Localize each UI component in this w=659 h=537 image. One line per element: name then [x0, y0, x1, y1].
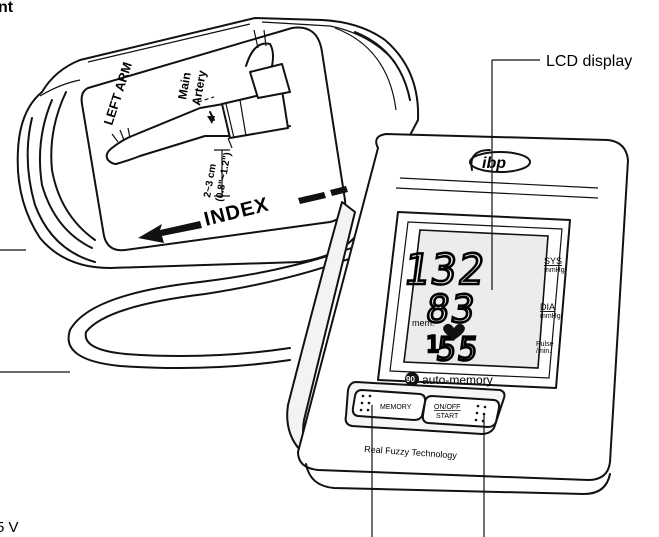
lcd-sys-label: SYS	[544, 256, 562, 266]
brand-logo-text: ibp	[482, 155, 506, 172]
memory-button[interactable]: MEMORY	[351, 389, 427, 421]
brand-logo	[469, 151, 531, 173]
lcd-memory-label: mem.	[412, 318, 435, 328]
memory-button-label: MEMORY	[380, 404, 412, 411]
lcd-systolic-value: 132	[401, 245, 490, 294]
lcd-screen	[403, 229, 549, 369]
callout-lines	[0, 59, 540, 537]
bottom-left-label-fragment: 5 V	[0, 519, 19, 536]
memory-badge-icon	[405, 372, 419, 386]
auto-memory-label: auto-memory	[422, 373, 493, 387]
lcd-heart-icon	[443, 323, 465, 340]
onoff-start-button[interactable]: ON/OFF START	[421, 395, 501, 428]
lcd-pulse-unit: /min.	[536, 348, 551, 355]
lcd-sys-unit: mmHg	[544, 267, 565, 274]
cuff: LEFT ARM Main Artery 2~3	[16, 17, 420, 269]
lcd-pulse-label: Pulse	[536, 341, 554, 348]
lcd-dia-label: DIA	[540, 302, 555, 312]
lcd-display-callout-label: LCD display	[546, 53, 632, 70]
cuff-artery-label-line2: Artery	[189, 69, 209, 107]
lcd-dia-unit: mmHg	[540, 313, 561, 320]
air-tube	[67, 239, 373, 369]
onoff-button-label-line2: START	[436, 413, 459, 420]
monitor-device: ibp 132 83 55 1 mem. SYS mmHg DIA mmHg P…	[286, 133, 629, 495]
index-arrow-icon	[138, 221, 202, 243]
lcd-memory-number: 1	[426, 333, 439, 358]
arm-illustration	[105, 29, 291, 197]
cuff-artery-label-line1: Main	[175, 71, 194, 100]
onoff-button-label-line1: ON/OFF	[434, 404, 460, 411]
memory-badge-text: 90	[406, 375, 415, 384]
top-left-label-fragment: nt	[0, 0, 14, 16]
